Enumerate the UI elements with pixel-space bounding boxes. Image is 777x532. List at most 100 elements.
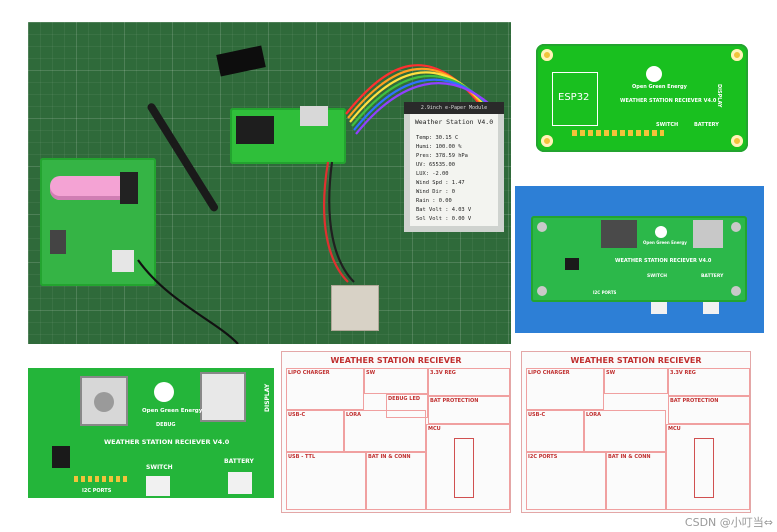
block-label: BAT IN & CONN bbox=[368, 454, 411, 460]
ribbon-cable bbox=[137, 64, 499, 344]
reading-row: Wind Dir : 0 bbox=[416, 189, 455, 195]
battery-label: BATTERY bbox=[224, 458, 254, 465]
battery-connector bbox=[703, 302, 719, 314]
i2c-label: I2C PORTS bbox=[82, 488, 112, 494]
epaper-title: Weather Station V4.0 bbox=[414, 118, 494, 126]
board-title: WEATHER STATION RECIEVER V4.0 bbox=[620, 98, 717, 104]
battery-label: BATTERY bbox=[701, 274, 724, 279]
lora-module bbox=[200, 372, 246, 422]
block bbox=[666, 424, 750, 510]
switch-connector bbox=[146, 476, 170, 496]
block-label: LORA bbox=[346, 412, 361, 418]
esp32-label: ESP32 bbox=[558, 92, 590, 103]
mounting-hole bbox=[541, 135, 553, 147]
block-label: MCU bbox=[668, 426, 681, 432]
block-label: SW bbox=[366, 370, 376, 376]
block-label: DEBUG LED bbox=[388, 396, 421, 402]
block-label: BAT PROTECTION bbox=[430, 398, 479, 404]
pcb-layout-board: ESP32 Open Green Energy WEATHER STATION … bbox=[536, 44, 748, 152]
board-title: WEATHER STATION RECIEVER V4.0 bbox=[104, 438, 230, 446]
charger-board bbox=[40, 158, 156, 286]
block-label: I2C PORTS bbox=[528, 454, 558, 460]
epaper-header: 2.9inch e-Paper Module bbox=[404, 102, 504, 114]
block-label: BAT IN & CONN bbox=[608, 454, 651, 460]
reading-row: Sol Volt : 0.00 V bbox=[416, 216, 472, 222]
esp32-outline bbox=[552, 72, 598, 126]
render-board: Open Green Energy WEATHER STATION RECIEV… bbox=[531, 216, 747, 302]
block bbox=[344, 410, 426, 452]
sun-logo-icon bbox=[154, 382, 174, 402]
schematic-title: WEATHER STATION RECIEVER bbox=[570, 356, 702, 365]
terminal-block bbox=[50, 230, 66, 254]
block bbox=[526, 452, 606, 510]
block bbox=[428, 396, 510, 424]
sun-logo-icon bbox=[646, 66, 662, 82]
mcu-symbol bbox=[454, 438, 474, 498]
block bbox=[386, 394, 428, 418]
mounting-hole bbox=[731, 286, 741, 296]
pin-header bbox=[572, 130, 664, 136]
mounting-hole bbox=[537, 286, 547, 296]
block bbox=[426, 424, 510, 510]
reading-row: Rain : 0.00 bbox=[416, 198, 452, 204]
esp32-module bbox=[236, 116, 274, 144]
pcb-3d-render: Open Green Energy WEATHER STATION RECIEV… bbox=[515, 186, 764, 333]
block bbox=[604, 368, 668, 394]
pin-header bbox=[74, 476, 130, 482]
mounting-hole bbox=[731, 49, 743, 61]
board-title: WEATHER STATION RECIEVER V4.0 bbox=[615, 258, 712, 264]
reading-row: UV: 65535.00 bbox=[416, 162, 455, 168]
gps-module bbox=[693, 220, 723, 248]
block-label: SW bbox=[606, 370, 616, 376]
block bbox=[286, 410, 344, 452]
i2c-label: I2C PORTS bbox=[593, 290, 617, 295]
pcb-closeup: Open Green Energy DEBUG WEATHER STATION … bbox=[28, 368, 274, 498]
block bbox=[526, 410, 584, 452]
block bbox=[428, 368, 510, 396]
mounting-hole bbox=[537, 222, 547, 232]
block bbox=[366, 452, 426, 510]
switch-connector bbox=[651, 302, 667, 314]
project-photo: 2.9inch e-Paper Module Weather Station V… bbox=[28, 22, 511, 344]
reading-row: LUX: -2.00 bbox=[416, 171, 449, 177]
epaper-display: 2.9inch e-Paper Module Weather Station V… bbox=[404, 102, 504, 232]
reading-row: Wind Spd : 1.47 bbox=[416, 180, 465, 186]
block-label: LIPO CHARGER bbox=[288, 370, 330, 376]
block-label: 3.3V REG bbox=[670, 370, 696, 376]
mounting-hole bbox=[731, 222, 741, 232]
block bbox=[364, 368, 428, 394]
reading-row: Humi: 100.00 % bbox=[416, 144, 462, 150]
block bbox=[286, 452, 366, 510]
block bbox=[526, 368, 604, 410]
epaper-readings: Temp: 30.15 C Humi: 100.00 % Pres: 378.5… bbox=[416, 134, 471, 224]
reading-row: Bat Volt : 4.03 V bbox=[416, 207, 472, 213]
block-label: USB-C bbox=[528, 412, 546, 418]
block-label: LORA bbox=[586, 412, 601, 418]
lipo-pouch-battery bbox=[331, 285, 379, 331]
block-label: 3.3V REG bbox=[430, 370, 456, 376]
block bbox=[584, 410, 666, 452]
reading-row: Temp: 30.15 C bbox=[416, 135, 459, 141]
battery-label: BATTERY bbox=[694, 122, 719, 128]
usb-module bbox=[112, 250, 134, 272]
mounting-hole bbox=[541, 49, 553, 61]
debug-label: DEBUG bbox=[156, 422, 176, 428]
brand-label: Open Green Energy bbox=[643, 240, 687, 245]
block bbox=[668, 396, 750, 424]
switch-label: SWITCH bbox=[656, 122, 679, 128]
switch-label: SWITCH bbox=[647, 274, 668, 279]
ic-chip bbox=[52, 446, 70, 468]
mcu-symbol bbox=[694, 438, 714, 498]
block bbox=[286, 368, 364, 410]
switch-label: SWITCH bbox=[146, 464, 173, 471]
brand-label: Open Green Energy bbox=[142, 408, 203, 414]
schematic-b: WEATHER STATION RECIEVER LIPO CHARGER SW… bbox=[521, 351, 751, 513]
block bbox=[606, 452, 666, 510]
ic-chip bbox=[565, 258, 579, 270]
brand-label: Open Green Energy bbox=[632, 84, 687, 90]
block-label: MCU bbox=[428, 426, 441, 432]
block-label: USB - TTL bbox=[288, 454, 316, 460]
display-label: DISPLAY bbox=[716, 84, 722, 108]
sun-logo-icon bbox=[655, 226, 667, 238]
lora-module bbox=[300, 106, 328, 126]
